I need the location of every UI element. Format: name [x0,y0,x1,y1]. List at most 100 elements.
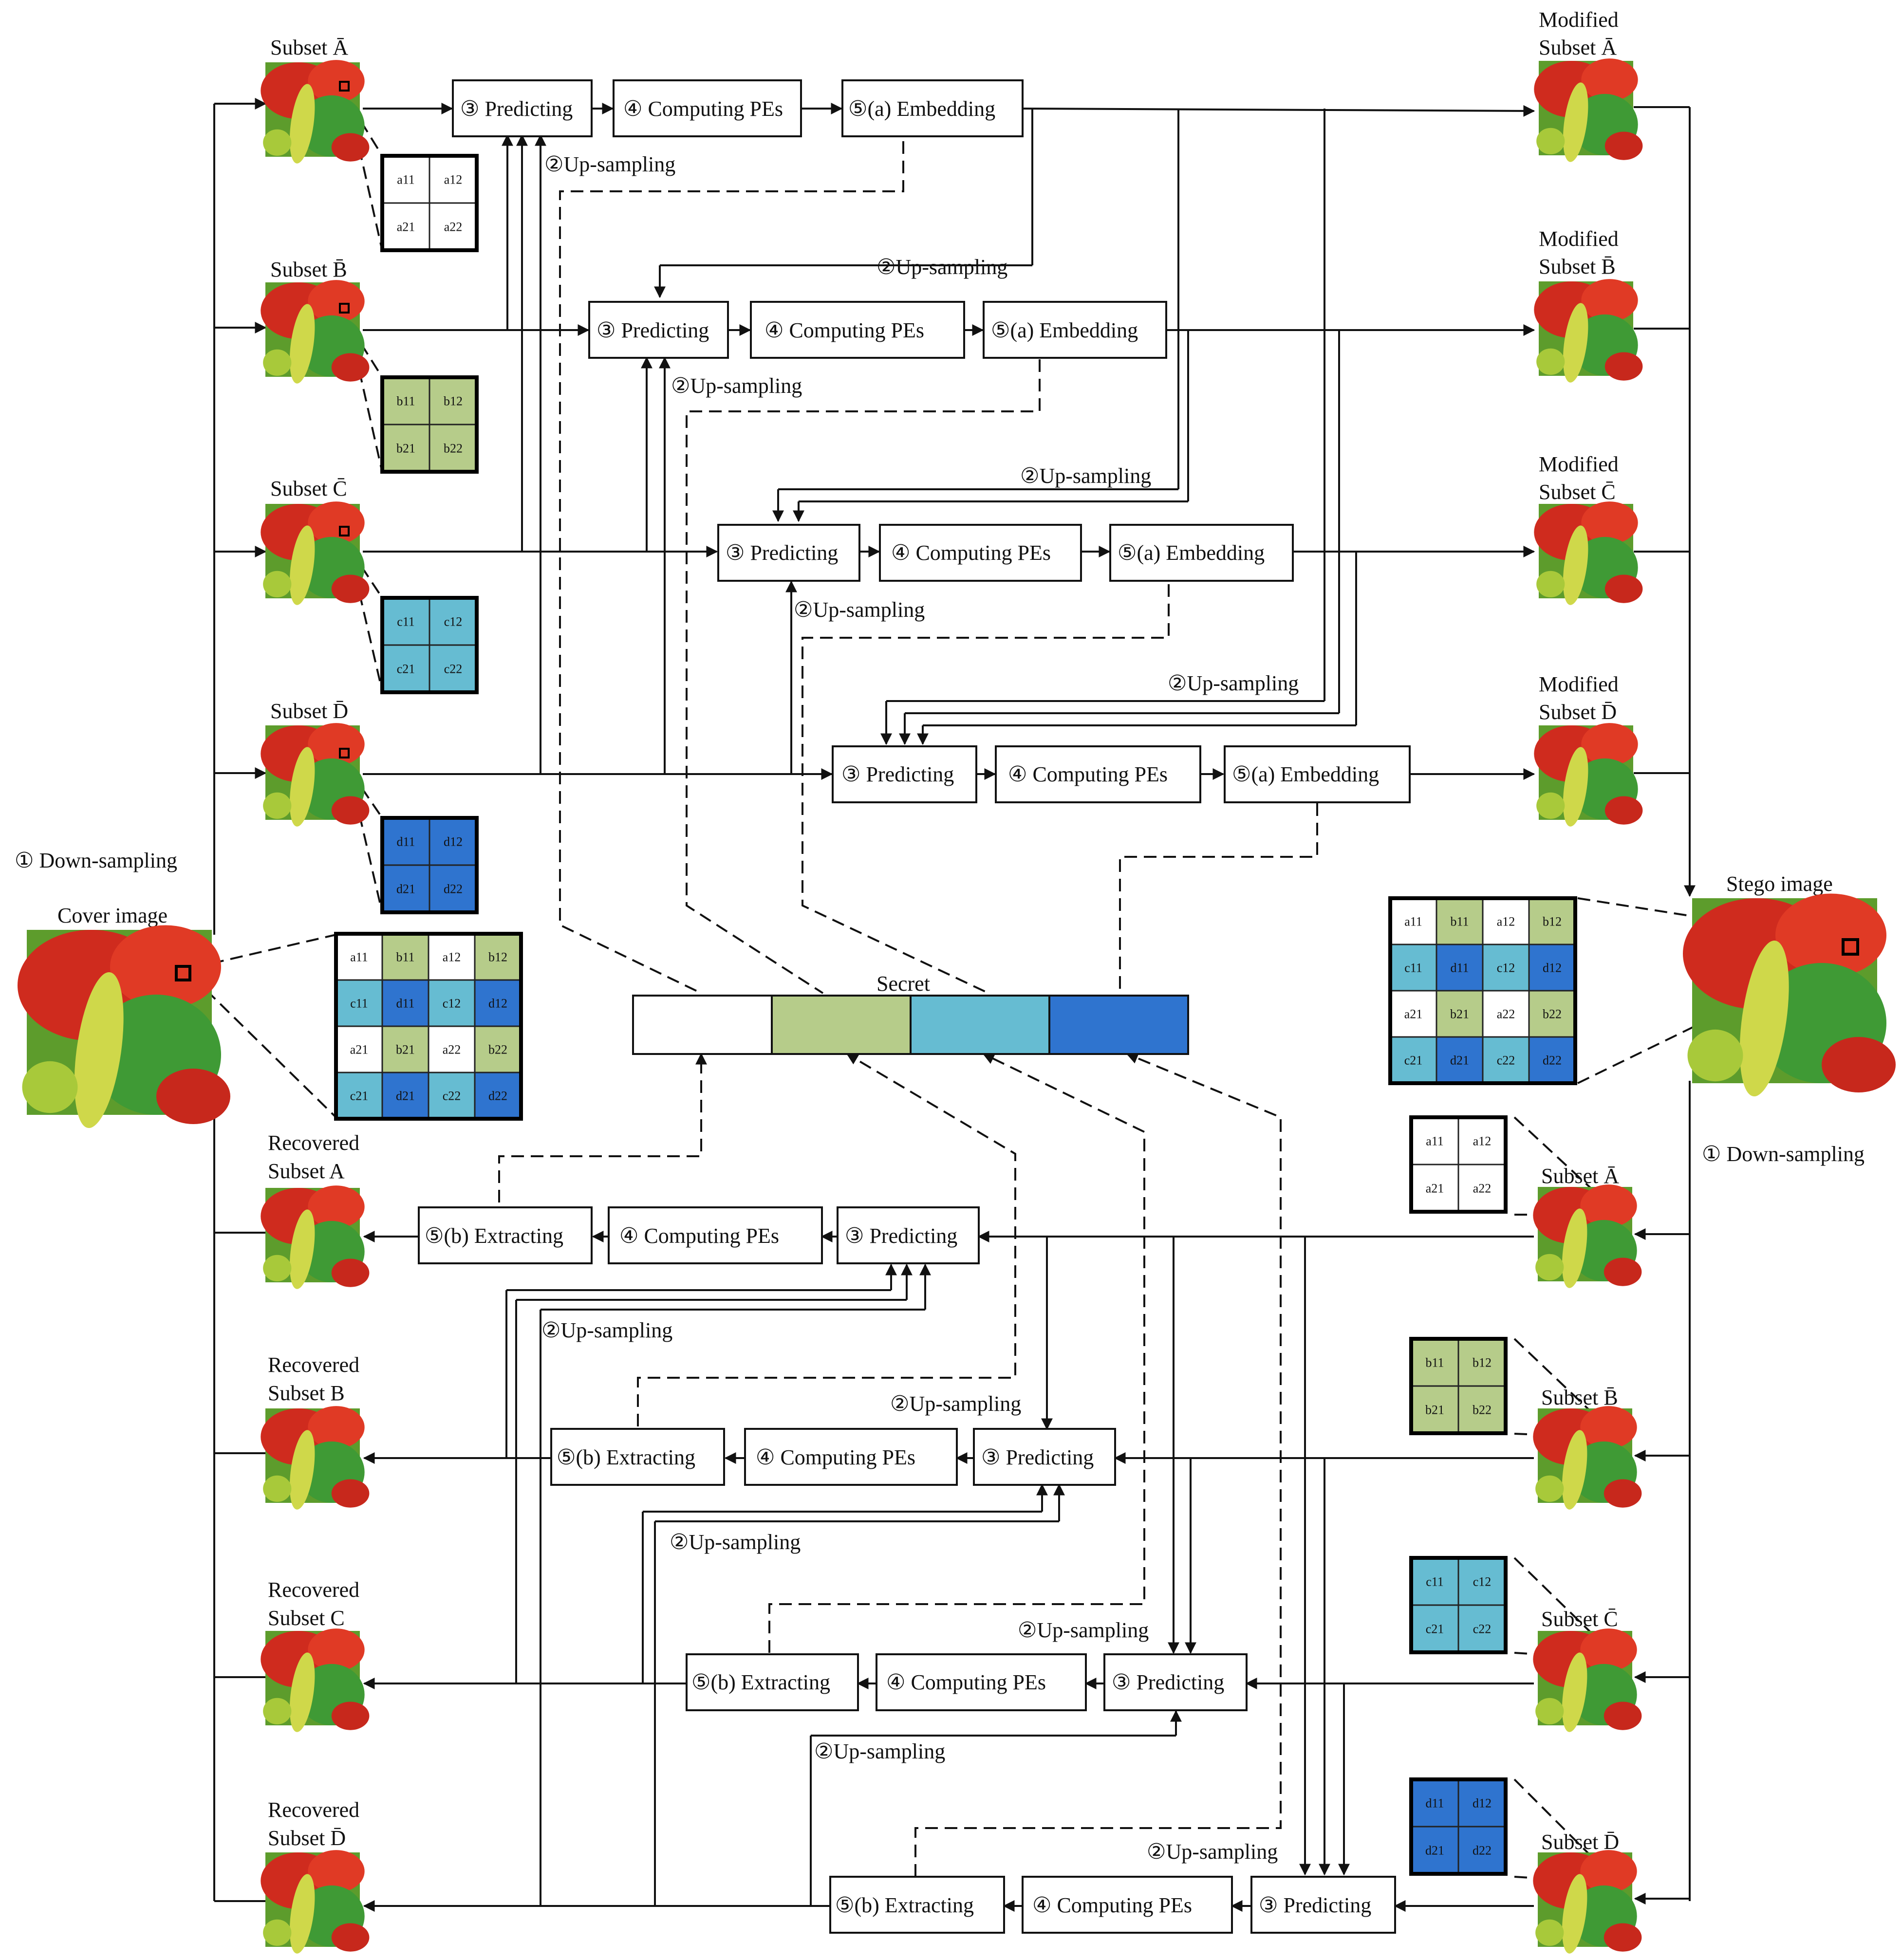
upsampling-label-8: ②Up-sampling [890,1392,1021,1416]
modified-d-label1: Modified [1539,672,1619,696]
big-grid-cover-cell-label: a12 [443,950,461,964]
subset-b-label: Subset B̄ [270,258,347,281]
grid-b-right-cell-label: b12 [1473,1356,1492,1370]
subset-a-label: Subset Ā [270,36,348,59]
computing-box-ext-c: ④ Computing PEs [886,1670,1046,1694]
grid-a-left-cell [381,155,430,204]
big-grid-cover-cell [474,1072,522,1120]
grid-a-right-cell-label: a11 [1426,1134,1444,1148]
predicting-box-ext-c: ③ Predicting [1112,1670,1224,1694]
recovered-a-label2: Subset A [268,1159,345,1183]
cover-image [18,925,231,1131]
upsampling-label-6: ②Up-sampling [1168,671,1299,695]
predicting-box-ext-b: ③ Predicting [981,1445,1094,1469]
upsampling-label-11: ②Up-sampling [814,1739,945,1763]
upsampling-label-4: ②Up-sampling [1020,464,1151,488]
computing-box-ext-a: ④ Computing PEs [619,1224,779,1248]
big-grid-cover-cell-label: c21 [350,1089,369,1103]
grid-c-right-cell [1457,1557,1507,1606]
extracting-box-d: ⑤(b) Extracting [835,1893,974,1917]
grid-b-right-cell-label: b21 [1425,1403,1444,1417]
secret-dashed-lines [498,141,1318,1877]
grid-b-right-cell-label: b11 [1425,1356,1444,1370]
grid-b-right-cell-label: b22 [1473,1403,1492,1417]
secret-label: Secret [876,972,930,996]
grid-a-right-cell [1457,1116,1507,1165]
computing-box-d: ④ Computing PEs [1008,762,1168,786]
grid-a-left-cell [429,202,478,251]
big-grid-cover-cell [335,979,383,1027]
recovered-a-label1: Recovered [268,1131,359,1155]
grid-c-right-cell [1410,1557,1459,1606]
secret-segment-c [910,995,1050,1055]
grid-c-left-cell-label: c21 [397,662,415,676]
grid-d-left-cell-label: d21 [396,882,415,896]
big-grid-stego-cell-label: c22 [1497,1054,1515,1068]
big-grid-cover-cell-label: d12 [488,997,507,1011]
subset-a-image [261,60,370,165]
big-grid-stego-cell [1436,990,1484,1038]
computing-box-c: ④ Computing PEs [891,541,1051,565]
computing-box-ext-b: ④ Computing PEs [756,1445,915,1469]
big-grid-cover-cell-label: d22 [488,1089,507,1103]
extract-subset-a-label: Subset Ā [1541,1164,1619,1188]
grid-c-right-frame [1409,1556,1508,1654]
embedding-box-a: ⑤(a) Embedding [848,97,995,121]
modified-b-label2: Subset B̄ [1539,255,1616,278]
big-grid-cover-cell [335,1025,383,1073]
embedding-box-c: ⑤(a) Embedding [1118,541,1265,565]
recovered-b-label1: Recovered [268,1353,359,1377]
grid-d-right-cell-label: d11 [1425,1796,1444,1811]
big-grid-cover-cell [474,979,522,1027]
grid-d-right-cell-label: d22 [1473,1844,1492,1858]
upsampling-label-5: ②Up-sampling [794,598,925,622]
subset-d-label: Subset D̄ [270,699,348,723]
big-grid-stego-cell-label: d11 [1450,961,1469,975]
recovered-d-image [261,1850,370,1955]
recovered-b-label2: Subset B [268,1381,345,1405]
grid-a-right-cell-label: a22 [1473,1182,1492,1196]
subset-b-image [261,280,370,385]
upsampling-label-9: ②Up-sampling [670,1530,801,1554]
grid-a-right-cell [1457,1164,1507,1213]
grid-d-left-cell-label: d22 [444,882,463,896]
modified-c-image [1534,501,1643,607]
predicting-box-b: ③ Predicting [597,318,709,342]
modified-b-image [1534,279,1643,384]
embedding-box-d: ⑤(a) Embedding [1232,762,1379,786]
big-grid-cover-cell-label: c22 [443,1089,461,1103]
predicting-box-ext-a: ③ Predicting [845,1224,957,1248]
grid-d-left-cell-label: d11 [396,835,415,849]
secret-segment-b [771,995,912,1055]
predicting-box-a: ③ Predicting [460,97,573,121]
extracting-box-c: ⑤(b) Extracting [691,1670,830,1694]
modified-a-label1: Modified [1539,8,1619,32]
modified-d-label2: Subset D̄ [1539,700,1617,724]
grid-c-right-cell-label: c21 [1426,1622,1444,1636]
secret-segment-d [1048,995,1189,1055]
big-grid-stego-cell-label: d21 [1450,1054,1469,1068]
grid-c-left-frame [380,596,479,694]
recovered-c-label1: Recovered [268,1578,359,1602]
grid-c-right-cell-label: c11 [1426,1575,1444,1589]
grid-c-right-cell [1410,1604,1459,1653]
grid-a-right-cell-label: a21 [1426,1182,1444,1196]
grid-a-left-cell-label: a11 [397,173,415,187]
modified-a-image [1534,58,1643,164]
grid-b-left-cell-label: b21 [396,442,415,456]
computing-box-ext-d: ④ Computing PEs [1032,1893,1192,1917]
recovered-c-label2: Subset C [268,1606,345,1630]
big-grid-stego-cell-label: c11 [1404,961,1422,975]
computing-box-a: ④ Computing PEs [623,97,783,121]
modified-c-label1: Modified [1539,452,1619,476]
grid-c-right-cell-label: c12 [1473,1575,1492,1589]
big-grid-stego-cell [1482,897,1530,945]
big-grid-cover-cell-label: c11 [350,997,368,1011]
big-grid-stego-cell-label: b12 [1543,915,1562,929]
modified-d-image [1534,723,1643,828]
big-grid-cover-cell-label: a21 [350,1043,369,1057]
downsampling-right-label: ① Down-sampling [1702,1142,1865,1166]
big-grid-cover-cell-label: d21 [396,1089,415,1103]
big-grid-cover-cell-label: b22 [488,1043,507,1057]
